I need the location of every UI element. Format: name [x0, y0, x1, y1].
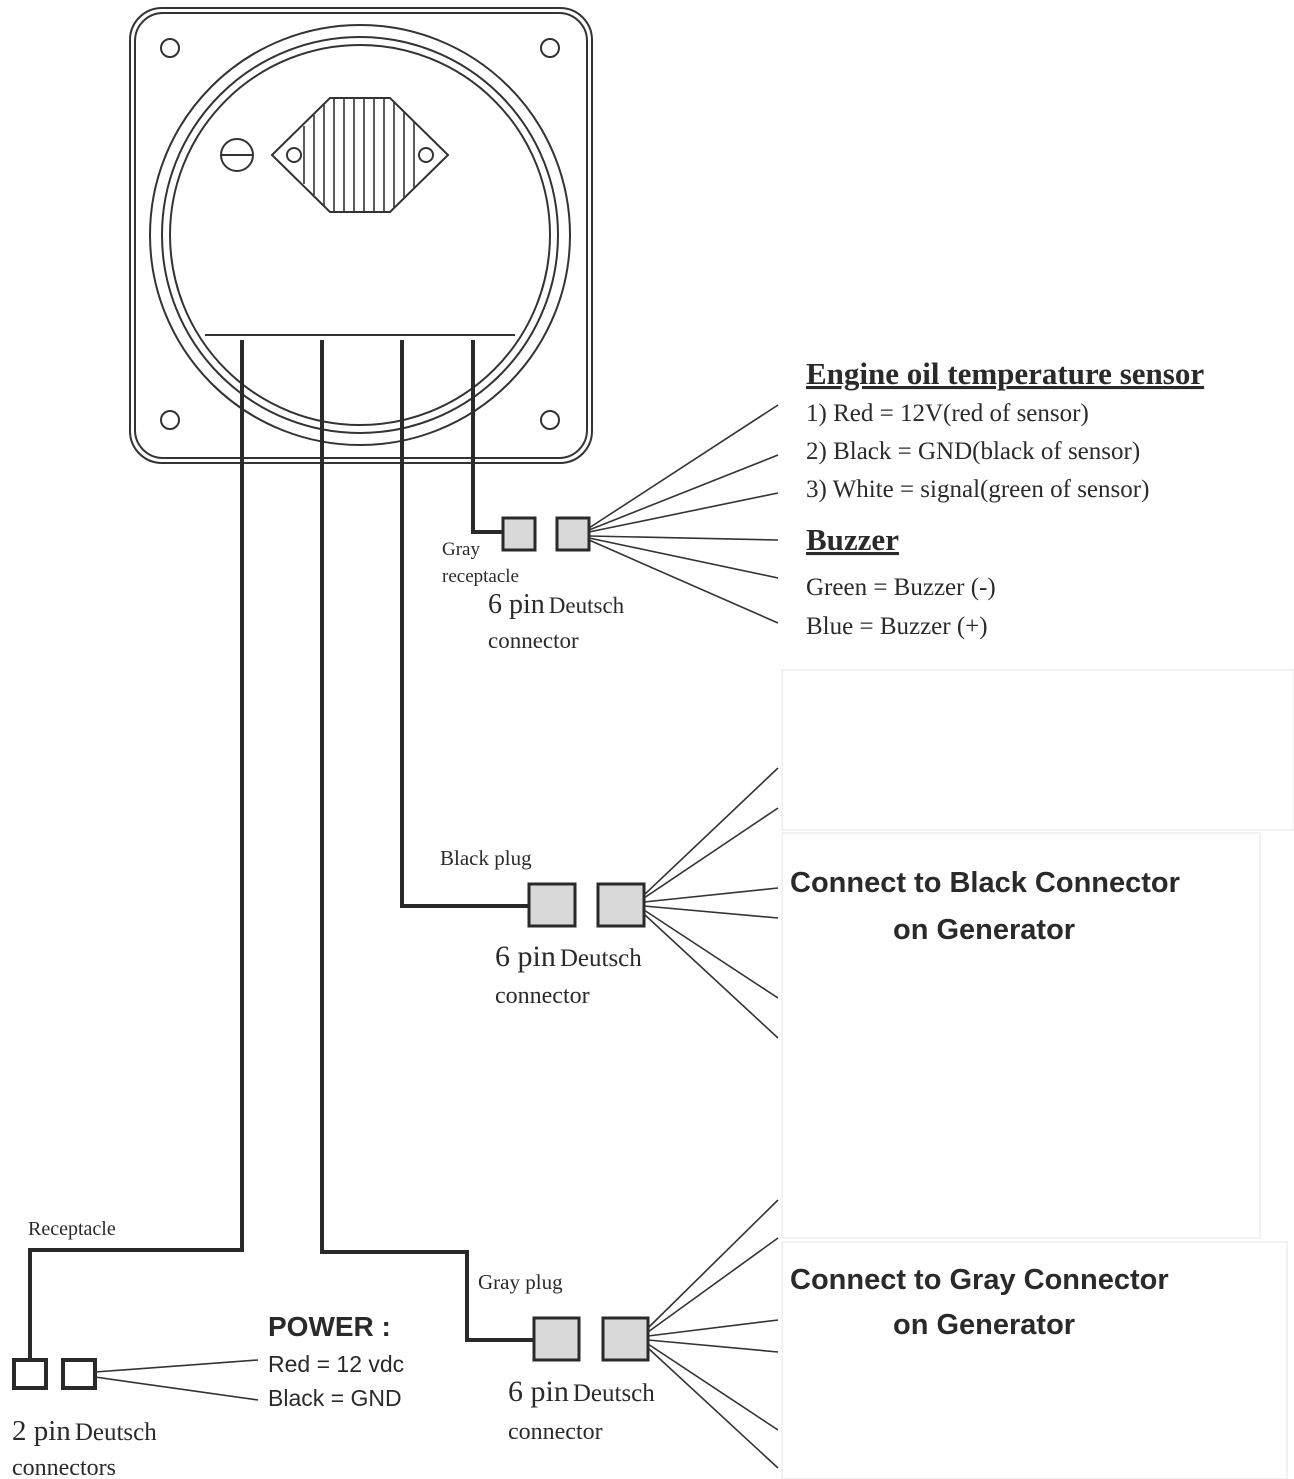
connector-icon	[555, 516, 591, 552]
connector-bottom: Gray plug 6 pin Deutsch connector Connec…	[478, 1199, 1169, 1469]
buzzer-title: Buzzer	[806, 522, 899, 557]
gray-destination-line-2: on Generator	[893, 1309, 1075, 1341]
background-panel	[781, 669, 1294, 831]
power-connector: Receptacle 2 pin Deutsch connectors	[12, 1218, 259, 1479]
connector-middle-name: 6 pin Deutsch	[495, 940, 642, 973]
connector-middle-label: Black plug	[440, 846, 532, 870]
connector-top-name-2: connector	[488, 628, 579, 653]
connector-middle: Black plug 6 pin Deutsch connector Conne…	[440, 767, 1180, 1039]
buzzer-line-1: Green = Buzzer (-)	[806, 574, 996, 601]
connector-icon	[61, 1358, 97, 1390]
connector-top-label-2: receptacle	[442, 566, 519, 587]
sensor-line-3: 3) White = signal(green of sensor)	[806, 476, 1149, 503]
power-title: POWER :	[268, 1311, 391, 1342]
black-destination-line-1: Connect to Black Connector	[790, 867, 1180, 899]
buzzer-line-2: Blue = Buzzer (+)	[806, 613, 988, 640]
connector-bottom-label: Gray plug	[478, 1270, 563, 1294]
power-connector-name-2: connectors	[12, 1455, 116, 1479]
connector-icon	[12, 1358, 48, 1390]
fan-out-wires	[643, 767, 779, 1039]
connector-icon	[527, 882, 577, 928]
connector-middle-name-2: connector	[495, 983, 590, 1009]
wire-harness	[28, 340, 534, 1362]
background-panel	[781, 1241, 1288, 1479]
fan-out-wires	[647, 1199, 779, 1469]
connector-top-label-1: Gray	[442, 539, 480, 560]
connector-top: Gray receptacle 6 pin Deutsch connector	[442, 404, 779, 653]
power-wires	[94, 1359, 259, 1401]
connector-top-name: 6 pin Deutsch	[488, 589, 625, 620]
gauge-icon	[129, 7, 593, 464]
connector-icon	[532, 1316, 581, 1362]
connector-icon	[596, 882, 646, 928]
connector-icon	[501, 516, 537, 552]
connector-icon	[601, 1316, 650, 1362]
sensor-element-icon	[270, 97, 450, 213]
black-destination-line-2: on Generator	[893, 914, 1075, 946]
fan-out-wires	[588, 404, 779, 624]
sensor-line-1: 1) Red = 12V(red of sensor)	[806, 400, 1089, 427]
connector-bottom-name: 6 pin Deutsch	[508, 1375, 655, 1408]
gray-destination-line-1: Connect to Gray Connector	[790, 1264, 1169, 1296]
mounting-hole-icon	[160, 38, 560, 430]
background-panel	[781, 832, 1261, 1239]
screw-icon	[220, 138, 254, 172]
sensor-line-2: 2) Black = GND(black of sensor)	[806, 438, 1140, 465]
sensor-title: Engine oil temperature sensor	[806, 356, 1204, 391]
connector-bottom-name-2: connector	[508, 1419, 603, 1445]
power-line-1: Red = 12 vdc	[268, 1351, 404, 1377]
power-connector-label: Receptacle	[28, 1218, 116, 1240]
power-connector-name: 2 pin Deutsch	[12, 1415, 157, 1447]
power-line-2: Black = GND	[268, 1385, 402, 1411]
